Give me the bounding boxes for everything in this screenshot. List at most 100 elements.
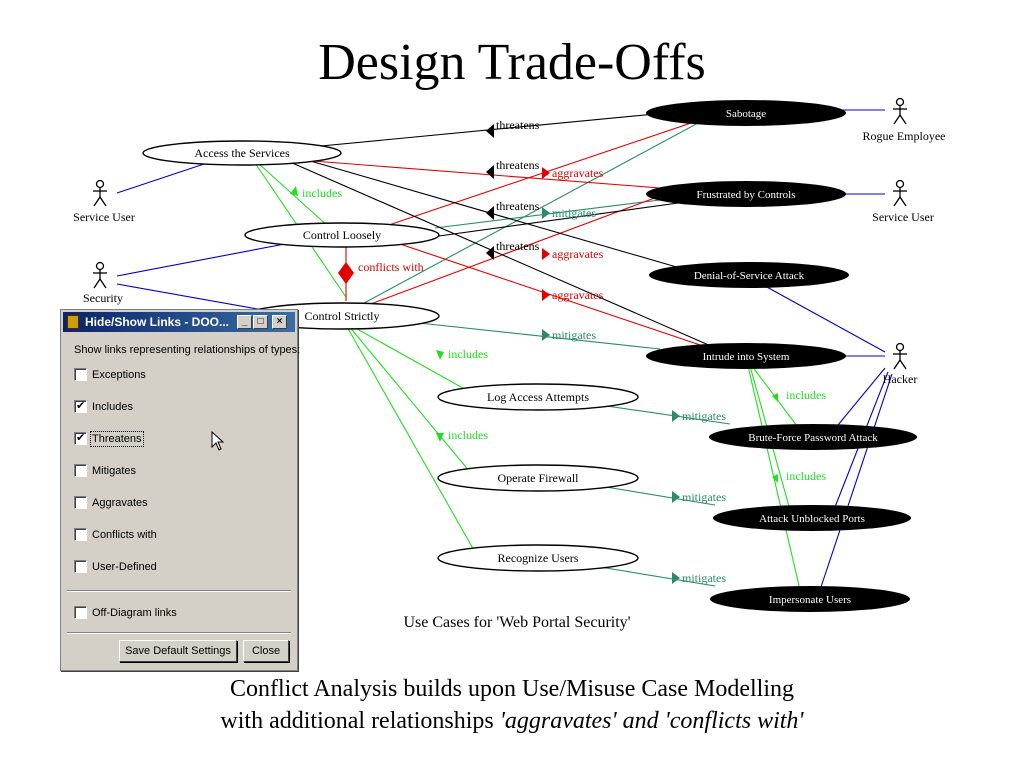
option-label: Conflicts with xyxy=(92,528,157,541)
link-loose-aggravates-intrude xyxy=(399,243,716,351)
use-case-access-the-services[interactable]: Access the Services xyxy=(142,140,342,166)
link-hacker-dos xyxy=(764,285,886,353)
checkmark-icon: ✔ xyxy=(76,432,86,444)
label-mitigates: mitigates xyxy=(552,328,596,342)
actor-label: Hacker xyxy=(883,372,918,386)
footer-line-2: with additional relationships 'aggravate… xyxy=(0,708,1024,735)
actor-hacker[interactable]: Hacker xyxy=(883,342,918,387)
threatens-checkbox[interactable]: ✔ xyxy=(74,432,87,445)
link-strict-includes-log xyxy=(349,324,471,393)
misuse-case-intrude-into-system[interactable]: Intrude into System xyxy=(646,343,846,369)
use-case-control-loosely[interactable]: Control Loosely xyxy=(244,222,440,248)
use-case-label: Control Strictly xyxy=(305,309,380,323)
link-access-aggravates-frustrated xyxy=(299,159,661,189)
option-includes[interactable]: ✔Includes xyxy=(74,400,133,416)
hide-show-links-dialog[interactable]: Hide/Show Links - DOO... _ □ × Show link… xyxy=(60,309,300,671)
misuse-case-label: Impersonate Users xyxy=(769,594,851,606)
conflicts-diamond xyxy=(338,262,354,284)
mitigates-checkbox[interactable] xyxy=(74,464,87,477)
label-mitigates: mitigates xyxy=(682,409,726,423)
link-sabotage-threatens-access xyxy=(299,113,656,149)
save-default-settings-button[interactable]: Save Default Settings xyxy=(119,640,237,662)
mouse-cursor-icon xyxy=(211,431,225,451)
close-button[interactable]: Close xyxy=(243,640,289,662)
label-includes: includes xyxy=(448,347,488,361)
checkmark-icon: ✔ xyxy=(76,400,86,412)
label-includes: includes xyxy=(786,469,826,483)
label-mitigates: mitigates xyxy=(682,490,726,504)
includes-arrow xyxy=(772,393,778,402)
aggravates-arrow xyxy=(542,248,550,260)
threatens-arrow xyxy=(486,124,494,138)
use-case-recognize-users[interactable]: Recognize Users xyxy=(437,544,639,572)
misuse-case-attack-unblocked-ports[interactable]: Attack Unblocked Ports xyxy=(713,505,911,531)
aggravates-checkbox[interactable] xyxy=(74,496,87,509)
option-user-defined[interactable]: User-Defined xyxy=(74,560,157,576)
actor-label: Security xyxy=(83,291,123,305)
dialog-titlebar[interactable]: Hide/Show Links - DOO... _ □ × xyxy=(63,312,295,332)
actor-label: Rogue Employee xyxy=(863,129,946,143)
actor-label: Service User xyxy=(73,210,135,224)
link-strict-aggravates-frustrated xyxy=(359,195,661,309)
use-case-log-access-attempts[interactable]: Log Access Attempts xyxy=(437,383,639,411)
close-window-button[interactable]: × xyxy=(272,315,287,329)
misuse-case-denial-of-service[interactable]: Denial-of-Service Attack xyxy=(649,262,849,288)
option-off-diagram-links[interactable]: Off-Diagram links xyxy=(74,606,177,622)
mitigates-arrow xyxy=(672,491,680,503)
option-conflicts-with[interactable]: Conflicts with xyxy=(74,528,157,544)
misuse-case-sabotage[interactable]: Sabotage xyxy=(646,100,846,126)
label-threatens: threatens xyxy=(496,118,540,132)
exceptions-checkbox[interactable] xyxy=(74,368,87,381)
dialog-title: Hide/Show Links - DOO... xyxy=(85,315,230,329)
slide-title: Design Trade-Offs xyxy=(318,34,706,91)
includes-checkbox[interactable]: ✔ xyxy=(74,400,87,413)
footer-line-1: Conflict Analysis builds upon Use/Misuse… xyxy=(230,676,794,702)
link-service-user-access xyxy=(116,161,211,194)
label-threatens: threatens xyxy=(496,239,540,253)
mitigates-arrow xyxy=(542,329,550,341)
threatens-arrow xyxy=(486,165,494,179)
footer-line-2-italic: 'aggravates' and 'conflicts with' xyxy=(499,708,804,734)
option-label: User-Defined xyxy=(92,560,157,573)
link-access-includes-loose xyxy=(257,162,331,229)
actor-rogue-employee[interactable]: Rogue Employee xyxy=(863,97,946,144)
use-case-operate-firewall[interactable]: Operate Firewall xyxy=(437,464,639,492)
actor-label: Service User xyxy=(872,210,934,224)
includes-arrow xyxy=(436,433,444,442)
option-threatens[interactable]: ✔Threatens xyxy=(74,430,144,448)
threatens-arrow xyxy=(486,206,494,220)
label-includes: includes xyxy=(448,428,488,442)
divider xyxy=(67,590,291,592)
use-case-label: Recognize Users xyxy=(498,551,579,565)
off-diagram-checkbox[interactable] xyxy=(74,606,87,619)
misuse-case-impersonate-users[interactable]: Impersonate Users xyxy=(710,586,910,612)
actor-service-user-right[interactable]: Service User xyxy=(872,179,934,225)
app-icon xyxy=(67,315,79,329)
misuse-case-brute-force-password[interactable]: Brute-Force Password Attack xyxy=(709,424,917,450)
misuse-case-frustrated-by-controls[interactable]: Frustrated by Controls xyxy=(646,181,846,207)
conflicts-with-checkbox[interactable] xyxy=(74,528,87,541)
link-intrude-threatens-access xyxy=(289,161,721,351)
link-strict-mitigates-sabotage xyxy=(339,121,701,317)
minimize-button[interactable]: _ xyxy=(237,315,252,329)
user-defined-checkbox[interactable] xyxy=(74,560,87,573)
arrowheads xyxy=(290,124,778,584)
option-label: Mitigates xyxy=(92,464,137,477)
option-exceptions[interactable]: Exceptions xyxy=(74,368,146,384)
link-log-mitigates-brute xyxy=(599,404,731,425)
link-strict-mitigates-intrude xyxy=(409,321,661,350)
maximize-button[interactable]: □ xyxy=(253,315,268,329)
link-frustrated-threatens-loose xyxy=(409,199,701,241)
footer-line-2-plain: with additional relationships xyxy=(220,708,500,734)
actor-service-user-left[interactable]: Service User xyxy=(73,179,135,225)
actor-security[interactable]: Security xyxy=(83,261,123,306)
misuse-case-label: Intrude into System xyxy=(703,351,790,363)
link-security-loose xyxy=(116,242,291,277)
aggravates-arrow xyxy=(542,289,550,301)
misuse-case-label: Denial-of-Service Attack xyxy=(694,270,805,282)
option-mitigates[interactable]: Mitigates xyxy=(74,464,136,480)
option-aggravates[interactable]: Aggravates xyxy=(74,496,148,512)
use-case-label: Access the Services xyxy=(194,146,290,160)
link-recognize-mitigates-impersonate xyxy=(599,566,716,587)
